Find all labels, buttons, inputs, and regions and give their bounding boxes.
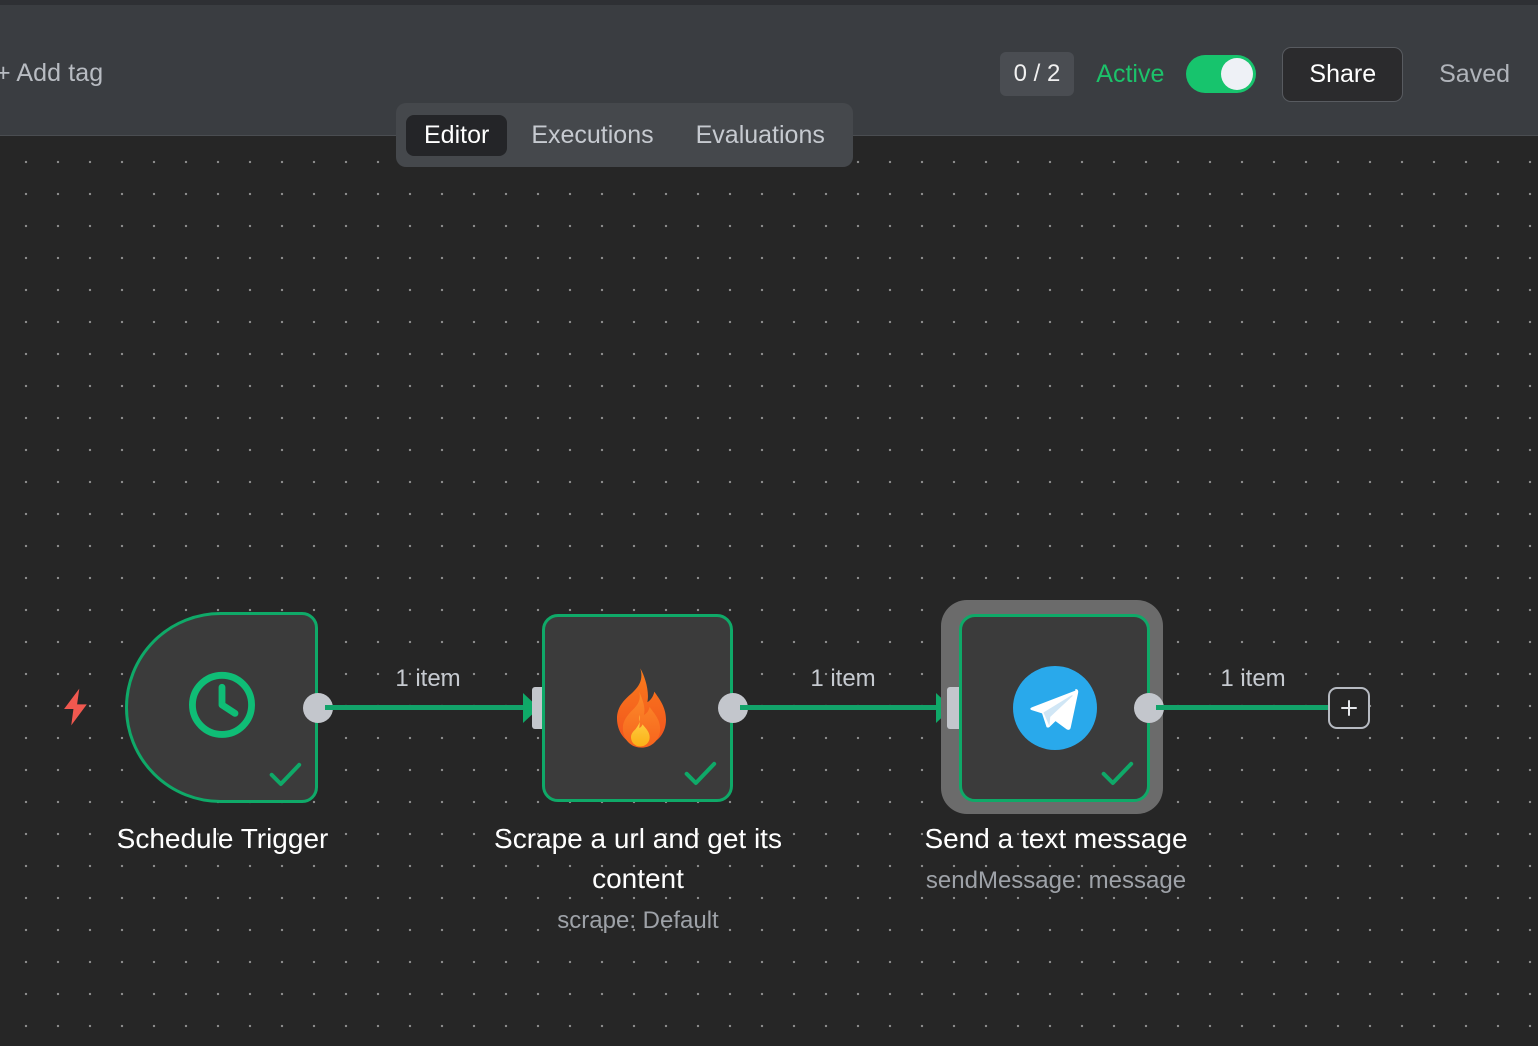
tab-executions[interactable]: Executions (531, 120, 654, 149)
node-title-schedule-trigger: Schedule Trigger (116, 823, 329, 854)
node-status-check-icon (265, 754, 305, 794)
node-body-schedule-trigger[interactable] (125, 612, 318, 803)
workflow-active-label: Active (1096, 59, 1165, 88)
trigger-bolt-icon (54, 685, 98, 729)
node-status-check-icon (680, 753, 720, 793)
tab-evaluations[interactable]: Evaluations (695, 120, 825, 149)
plus-icon (1341, 700, 1357, 716)
clock-icon (183, 665, 261, 743)
save-status-label: Saved (1439, 59, 1510, 88)
telegram-icon (1012, 666, 1097, 750)
connection-label-1: 1 item (395, 665, 461, 692)
node-body-firecrawl-scrape[interactable] (542, 614, 733, 802)
workflow-tab-bar: Editor Executions Evaluations (396, 103, 853, 167)
window-top-strip (0, 0, 1538, 5)
connection-label-2: 1 item (810, 665, 876, 692)
node-title-telegram-send: Send a text message (924, 823, 1188, 854)
workflow-canvas[interactable]: Schedule Trigger 1 item (0, 137, 1538, 1046)
connection-label-3: 1 item (1220, 665, 1286, 692)
toggle-knob (1221, 58, 1254, 90)
add-node-button[interactable] (1328, 687, 1370, 729)
node-subtitle-telegram-send: sendMessage: message (925, 867, 1187, 894)
node-title-firecrawl-scrape: Scrape a url and get its content (494, 823, 782, 894)
connection-line-1[interactable] (325, 705, 528, 710)
tab-editor[interactable]: Editor (406, 114, 508, 156)
header-actions: 0 / 2 Active Share Saved (999, 46, 1510, 102)
add-tag-button[interactable]: + Add tag (0, 59, 104, 87)
node-body-telegram-send[interactable] (959, 614, 1150, 802)
connection-line-3[interactable] (1156, 705, 1329, 710)
share-button[interactable]: Share (1282, 46, 1404, 102)
executions-count-badge[interactable]: 0 / 2 (999, 52, 1075, 96)
connection-line-2[interactable] (740, 705, 940, 710)
node-status-check-icon (1097, 753, 1137, 793)
workflow-active-toggle[interactable] (1186, 55, 1257, 93)
node-subtitle-firecrawl-scrape: scrape: Default (557, 907, 719, 934)
flame-icon (600, 666, 676, 750)
